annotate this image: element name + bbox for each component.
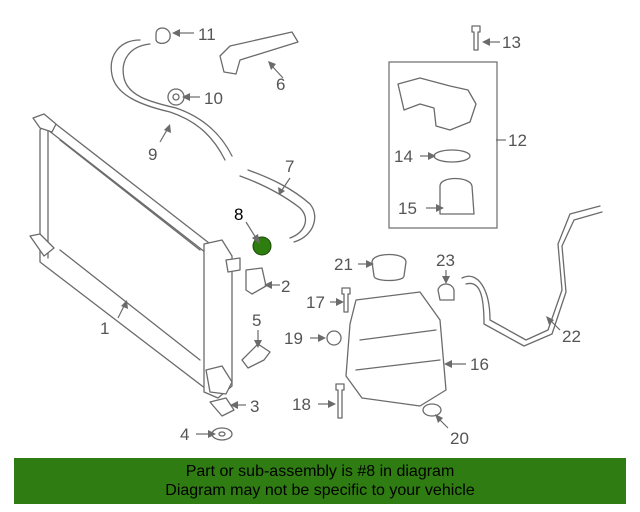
banner-line-2: Diagram may not be specific to your vehi… (165, 482, 475, 499)
callout-18: 18 (292, 395, 311, 414)
seal-part-14 (433, 149, 471, 163)
callout-23: 23 (436, 251, 455, 270)
callout-6: 6 (276, 75, 285, 94)
callout-numbers: 1 2 3 4 5 6 7 8 9 10 11 12 13 14 15 16 1… (100, 25, 581, 448)
part-info-banner: Part or sub-assembly is #8 in diagram Di… (14, 458, 626, 504)
mount-part-5 (241, 343, 271, 369)
hose-part-9 (110, 39, 233, 161)
callout-1: 1 (100, 319, 109, 338)
callout-22: 22 (562, 327, 581, 346)
nut-part-19 (326, 330, 342, 346)
hose-part-22 (461, 205, 603, 347)
bolt-part-17 (341, 287, 351, 313)
hose-part-7 (239, 169, 316, 243)
callout-15: 15 (398, 199, 417, 218)
clip-part-3 (209, 397, 235, 417)
thermostat-part-15 (439, 177, 475, 215)
callout-16: 16 (470, 355, 489, 374)
tube-part-6 (219, 31, 299, 75)
callout-3: 3 (250, 397, 259, 416)
washer-part-4 (211, 427, 233, 441)
callout-7: 7 (285, 157, 294, 176)
housing-part-12 (397, 77, 477, 131)
callout-8: 8 (234, 205, 243, 224)
callout-11: 11 (198, 25, 216, 44)
callout-10: 10 (204, 89, 223, 108)
callout-12: 12 (508, 131, 527, 150)
callout-14: 14 (394, 147, 413, 166)
callout-9: 9 (148, 145, 157, 164)
bolt-part-18 (335, 383, 345, 419)
callout-2: 2 (281, 277, 290, 296)
clamp-part-23 (437, 283, 455, 301)
banner-line-1: Part or sub-assembly is #8 in diagram (185, 463, 455, 480)
callout-4: 4 (180, 425, 189, 444)
cap-part-21 (371, 253, 407, 282)
leader-lines (117, 29, 561, 438)
nut-part-10 (167, 88, 185, 106)
clamp-part-11 (155, 27, 171, 45)
callout-17: 17 (306, 293, 325, 312)
callout-5: 5 (252, 311, 261, 330)
callout-19: 19 (284, 329, 303, 348)
bolt-part-13 (471, 25, 481, 51)
callout-21: 21 (334, 255, 353, 274)
grommet-part-20 (422, 403, 442, 417)
radiator-part (29, 113, 241, 399)
reservoir-part-16 (345, 291, 447, 407)
thermostat-assembly-box-12 (388, 61, 498, 229)
callout-20: 20 (450, 429, 469, 448)
bracket-part-2 (245, 267, 267, 295)
callout-13: 13 (502, 33, 521, 52)
